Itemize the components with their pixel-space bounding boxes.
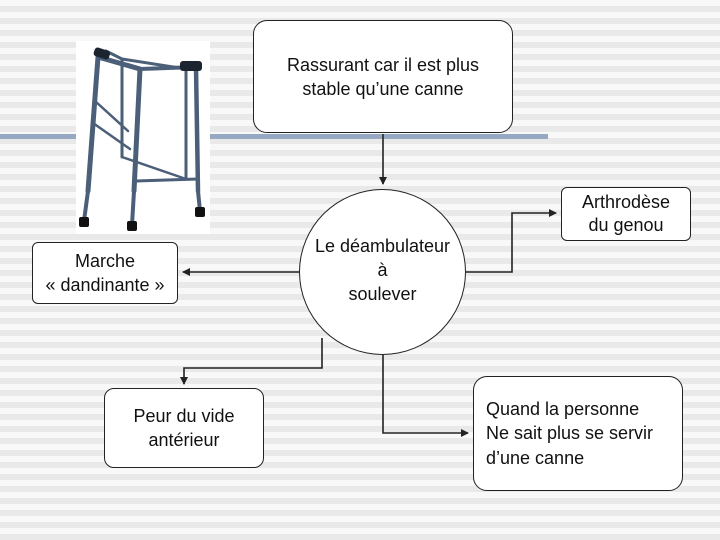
reassuring-node: Rassurant car il est plus stable qu’une … <box>253 20 513 133</box>
decorative-rule <box>0 134 548 139</box>
arrow-center-to-arthrodese <box>464 209 557 273</box>
waddling-gait-node-label: Marche « dandinante » <box>45 251 165 295</box>
walker-central-node: Le déambulateur à soulever <box>299 189 466 355</box>
walker-frame-image <box>76 41 210 234</box>
arthrodese-node: Arthrodèse du genou <box>561 187 691 241</box>
reassuring-node-label: Rassurant car il est plus stable qu’une … <box>286 54 480 99</box>
arrow-center-to-quand <box>382 355 469 437</box>
arthrodese-node-label: Arthrodèse du genou <box>581 192 671 235</box>
walker-central-node-label: Le déambulateur à soulever <box>314 236 451 304</box>
arrow-center-to-peur <box>180 338 323 385</box>
fear-of-void-node-label: Peur du vide antérieur <box>133 406 235 450</box>
fear-of-void-node: Peur du vide antérieur <box>104 388 264 468</box>
waddling-gait-node: Marche « dandinante » <box>32 242 178 304</box>
cannot-use-cane-node-label: Quand la personne Ne sait plus se servir… <box>486 398 654 468</box>
cannot-use-cane-node: Quand la personne Ne sait plus se servir… <box>473 376 683 491</box>
